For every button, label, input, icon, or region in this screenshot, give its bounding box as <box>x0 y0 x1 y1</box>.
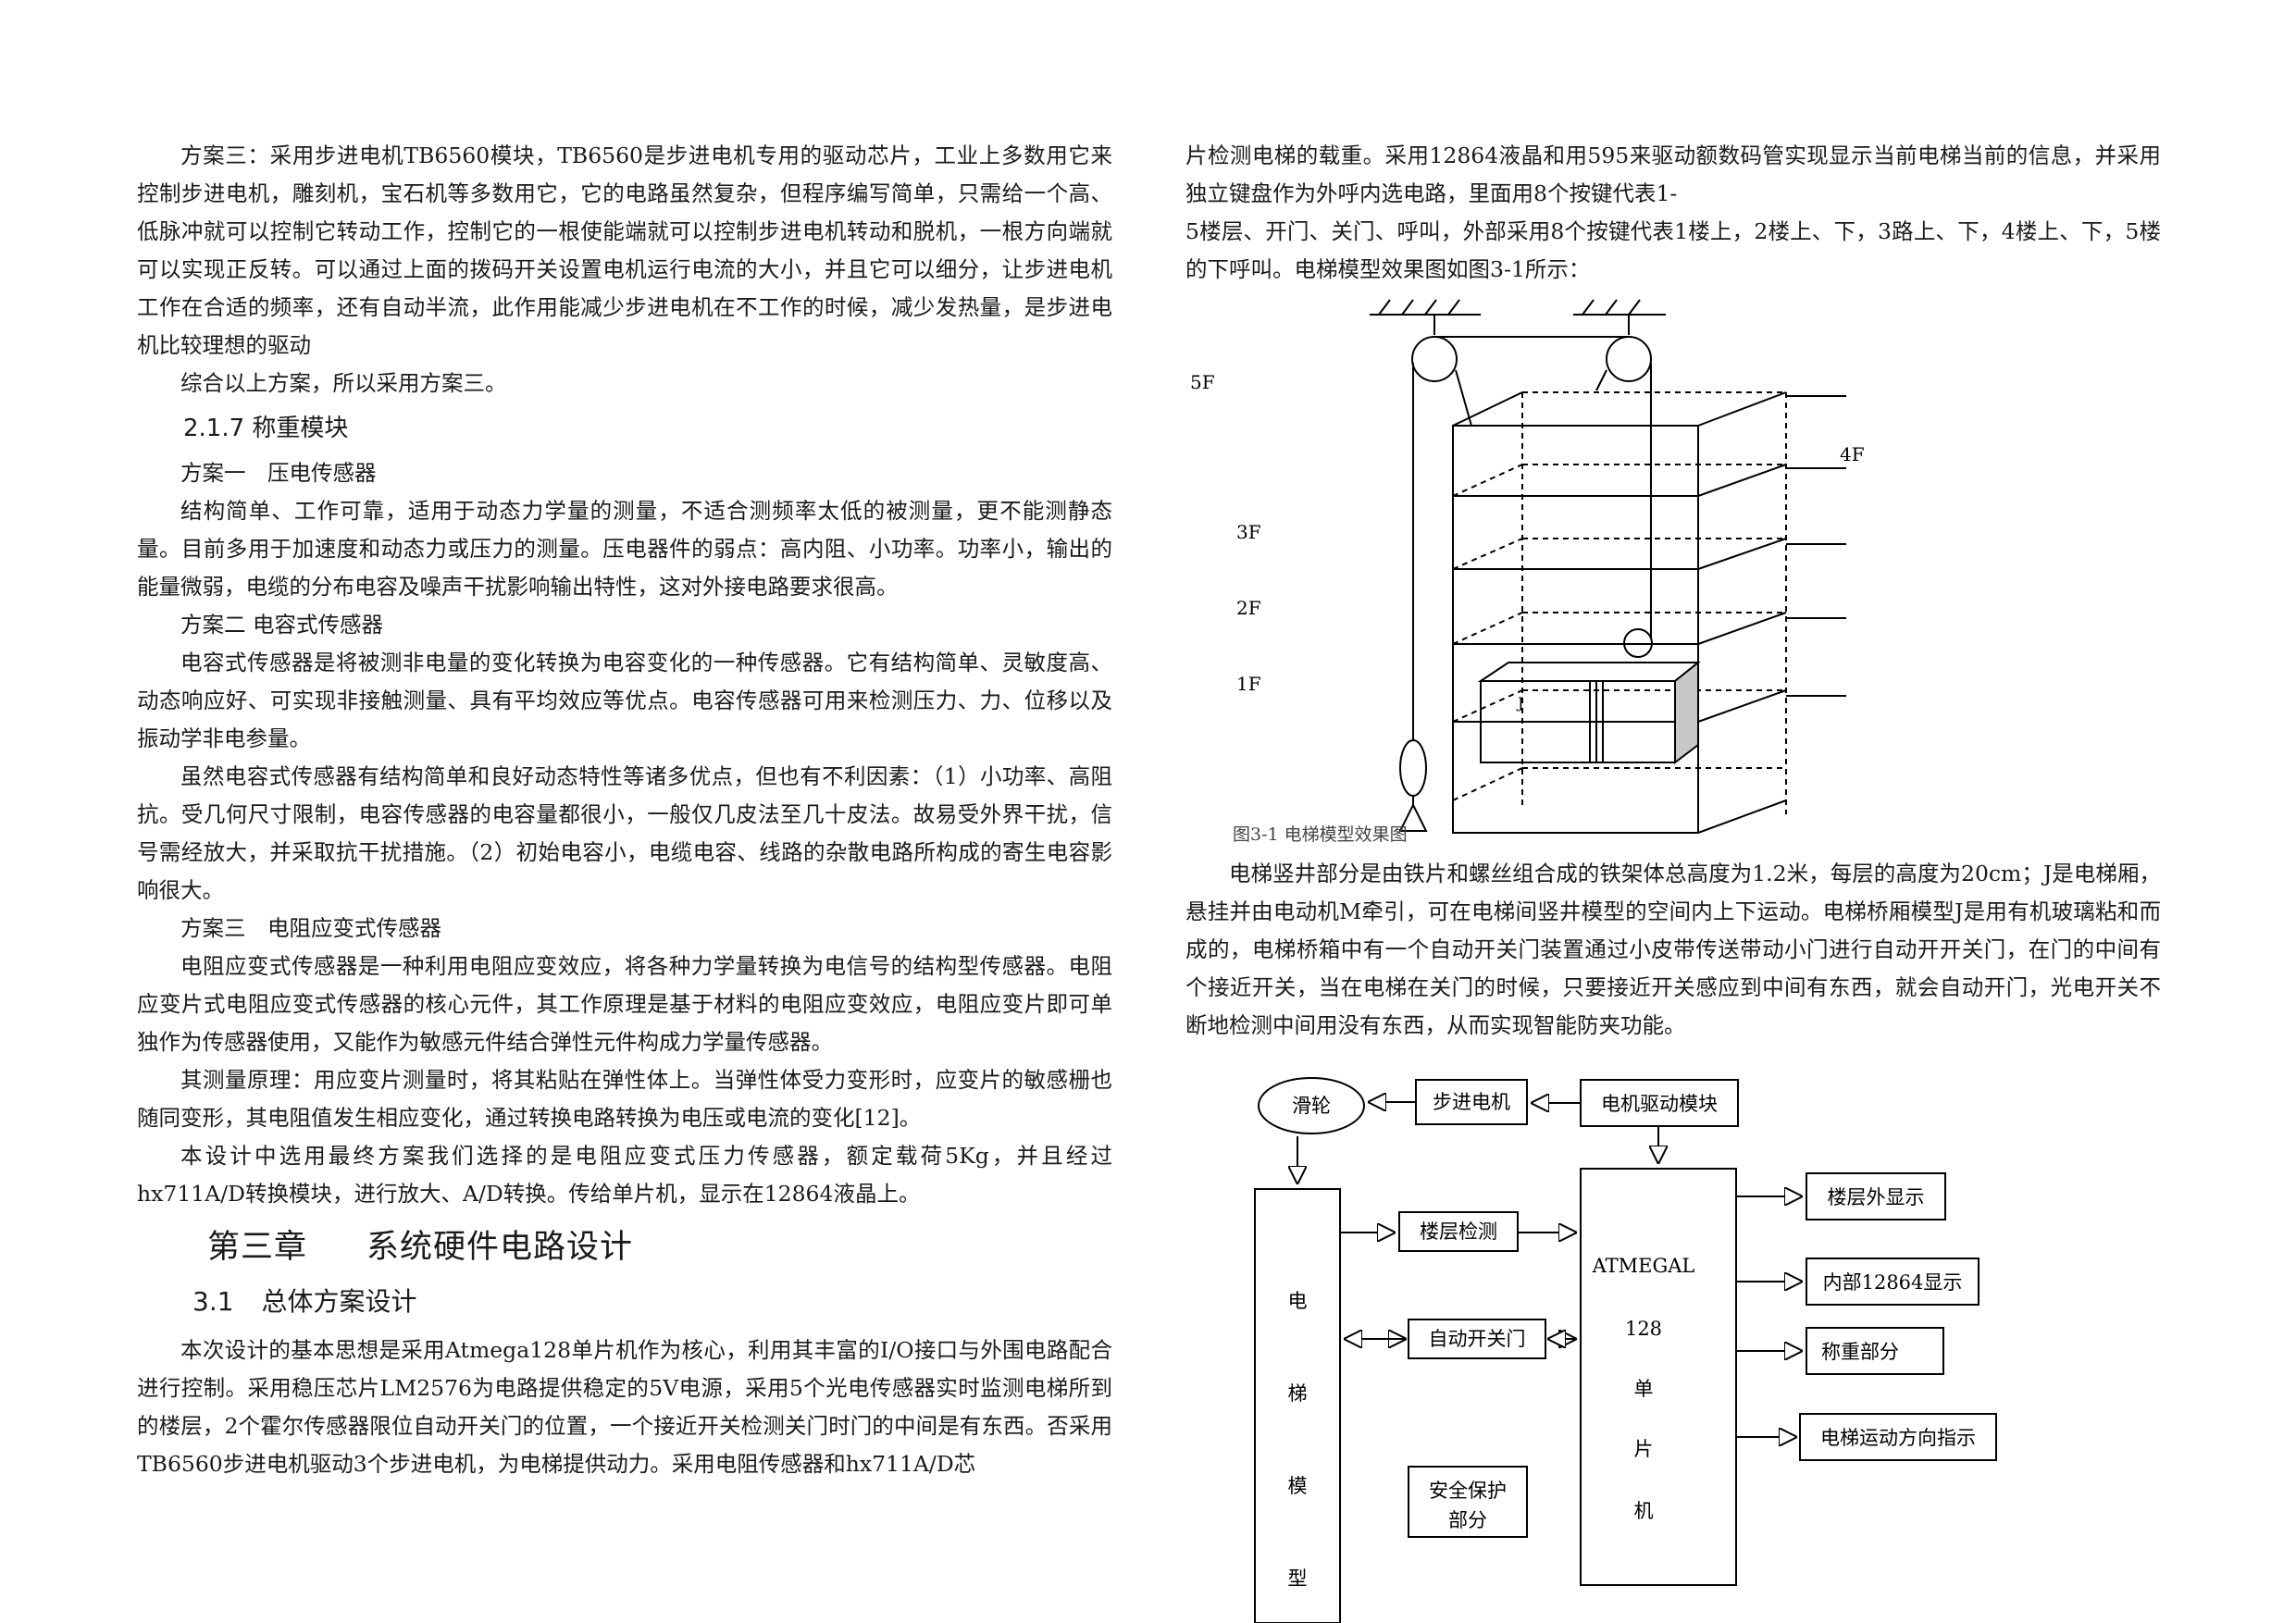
out-floor-label: 楼层外显示 <box>1828 1186 1925 1208</box>
out-direction-label: 电梯运动方向指示 <box>1820 1427 1976 1449</box>
elevator-model-box <box>1254 1188 1341 1623</box>
left-column: 方案三：采用步进电机TB6560模块，TB6560是步进电机专用的驱动芯片，工业… <box>137 137 1112 1483</box>
subheading-scheme3: 方案三 电阻应变式传感器 <box>180 915 441 941</box>
mcu-box <box>1580 1168 1737 1586</box>
label-1f: 1F <box>1236 673 1261 695</box>
elevator-char-4: 型 <box>1288 1567 1308 1590</box>
subheading-scheme2: 方案二 电容式传感器 <box>180 612 383 638</box>
car-pulley <box>1623 628 1653 658</box>
section-heading-2-1-7: 2.1.7 称重模块 <box>183 415 349 442</box>
mcu-label-2: 128 <box>1625 1318 1662 1340</box>
car-top <box>1477 662 1701 682</box>
label-car-j: J <box>1516 694 1523 712</box>
system-block-diagram: 滑轮 步进电机 电机驱动模块 电 梯 模 型 楼层检测 自动开关门 安全保护 部… <box>1254 1077 1997 1623</box>
paragraph-capacitive: 电容式传感器是将被测非电量的变化转换为电容变化的一种传感器。它有结构简单、灵敏度… <box>137 650 1112 751</box>
paragraph-load-detect: 片检测电梯的载重。采用12864液晶和用595来驱动额数码管实现显示当前电梯当前… <box>1185 142 2161 206</box>
subheading-scheme1: 方案一 压电传感器 <box>180 460 377 486</box>
label-3f: 3F <box>1236 521 1261 543</box>
label-4f: 4F <box>1840 443 1865 465</box>
pulley-label: 滑轮 <box>1292 1095 1331 1117</box>
safety-label-2: 部分 <box>1448 1509 1487 1531</box>
weight-anchor <box>1398 802 1428 832</box>
out-lcd-display <box>1806 1258 1980 1306</box>
mcu-label-5: 机 <box>1634 1500 1654 1522</box>
elevator-char-2: 梯 <box>1288 1382 1308 1405</box>
out-weighing-label: 称重部分 <box>1821 1341 1899 1363</box>
chapter-number: 第三章 <box>207 1229 308 1266</box>
driver-label: 电机驱动模块 <box>1601 1093 1718 1115</box>
car-side <box>1674 660 1699 765</box>
mcu-label-4: 片 <box>1634 1438 1654 1460</box>
pulley-right <box>1606 336 1652 382</box>
paragraph-shaft-desc: 电梯竖井部分是由铁片和螺丝组合成的铁架体总高度为1.2米，每层的高度为20cm；… <box>1185 861 2161 1038</box>
label-5f: 5F <box>1190 371 1215 393</box>
chapter-heading: 第三章 系统硬件电路设计 <box>207 1220 1112 1274</box>
paragraph-summary: 综合以上方案，所以采用方案三。 <box>180 370 507 396</box>
right-column-lower: 电梯竖井部分是由铁片和螺丝组合成的铁架体总高度为1.2米，每层的高度为20cm；… <box>1185 855 2161 1045</box>
label-2f: 2F <box>1236 597 1261 619</box>
paragraph-overall-design: 本次设计的基本思想是采用Atmega128单片机作为核心，利用其丰富的I/O接口… <box>137 1337 1112 1477</box>
elevator-model-figure: 5F 4F 3F 2F 1F J 图3-1 电梯模型效果图 <box>1190 299 1865 845</box>
auto-door-box <box>1408 1319 1546 1359</box>
right-column: 片检测电梯的载重。采用12864液晶和用595来驱动额数码管实现显示当前电梯当前… <box>1185 137 2161 289</box>
section-title: 总体方案设计 <box>261 1286 417 1317</box>
out-weighing <box>1806 1327 1944 1375</box>
paragraph-final-choice: 本设计中选用最终方案我们选择的是电阻应变式压力传感器，额定载荷5Kg，并且经过h… <box>137 1143 1112 1207</box>
section-heading-3-1: 3.1 总体方案设计 <box>192 1280 1112 1324</box>
elevator-char-3: 模 <box>1288 1475 1308 1497</box>
out-lcd-label: 内部12864显示 <box>1823 1271 1963 1294</box>
paragraph-capacitive-drawbacks: 虽然电容式传感器有结构简单和良好动态特性等诸多优点，但也有不利因素：（1）小功率… <box>137 763 1112 903</box>
paragraph-piezo: 结构简单、工作可靠，适用于动态力学量的测量，不适合测频率太低的被测量，更不能测静… <box>137 498 1112 600</box>
paragraph-scheme3-stepper: 方案三：采用步进电机TB6560模块，TB6560是步进电机专用的驱动芯片，工业… <box>137 142 1112 358</box>
paragraph-keys: 5楼层、开门、关门、呼叫，外部采用8个按键代表1楼上，2楼上、下，3路上、下，4… <box>1185 218 2161 282</box>
pulley-node <box>1258 1077 1365 1134</box>
counterweight <box>1399 739 1427 797</box>
safety-label-1: 安全保护 <box>1429 1480 1507 1502</box>
stepper-label: 步进电机 <box>1433 1091 1510 1113</box>
chapter-title: 系统硬件电路设计 <box>366 1229 634 1266</box>
paragraph-strain: 电阻应变式传感器是一种利用电阻应变效应，将各种力学量转换为电信号的结构型传感器。… <box>137 953 1112 1055</box>
mcu-label-1: ATMEGAL <box>1592 1255 1695 1277</box>
auto-door-label: 自动开关门 <box>1429 1328 1526 1350</box>
out-floor-display <box>1806 1172 1946 1220</box>
section-number: 3.1 <box>192 1286 234 1317</box>
mcu-label-3: 单 <box>1634 1378 1654 1400</box>
safety-box <box>1408 1466 1528 1538</box>
paragraph-measure-principle: 其测量原理：用应变片测量时，将其粘贴在弹性体上。当弹性体受力变形时，应变片的敏感… <box>137 1067 1112 1131</box>
figure-caption: 图3-1 电梯模型效果图 <box>1233 824 1408 845</box>
pulley-left <box>1411 336 1458 382</box>
out-direction <box>1799 1413 1997 1461</box>
shaft-frame-front <box>1452 425 1699 834</box>
floor-detect-label: 楼层检测 <box>1420 1220 1497 1243</box>
elevator-char-1: 电 <box>1288 1290 1308 1312</box>
